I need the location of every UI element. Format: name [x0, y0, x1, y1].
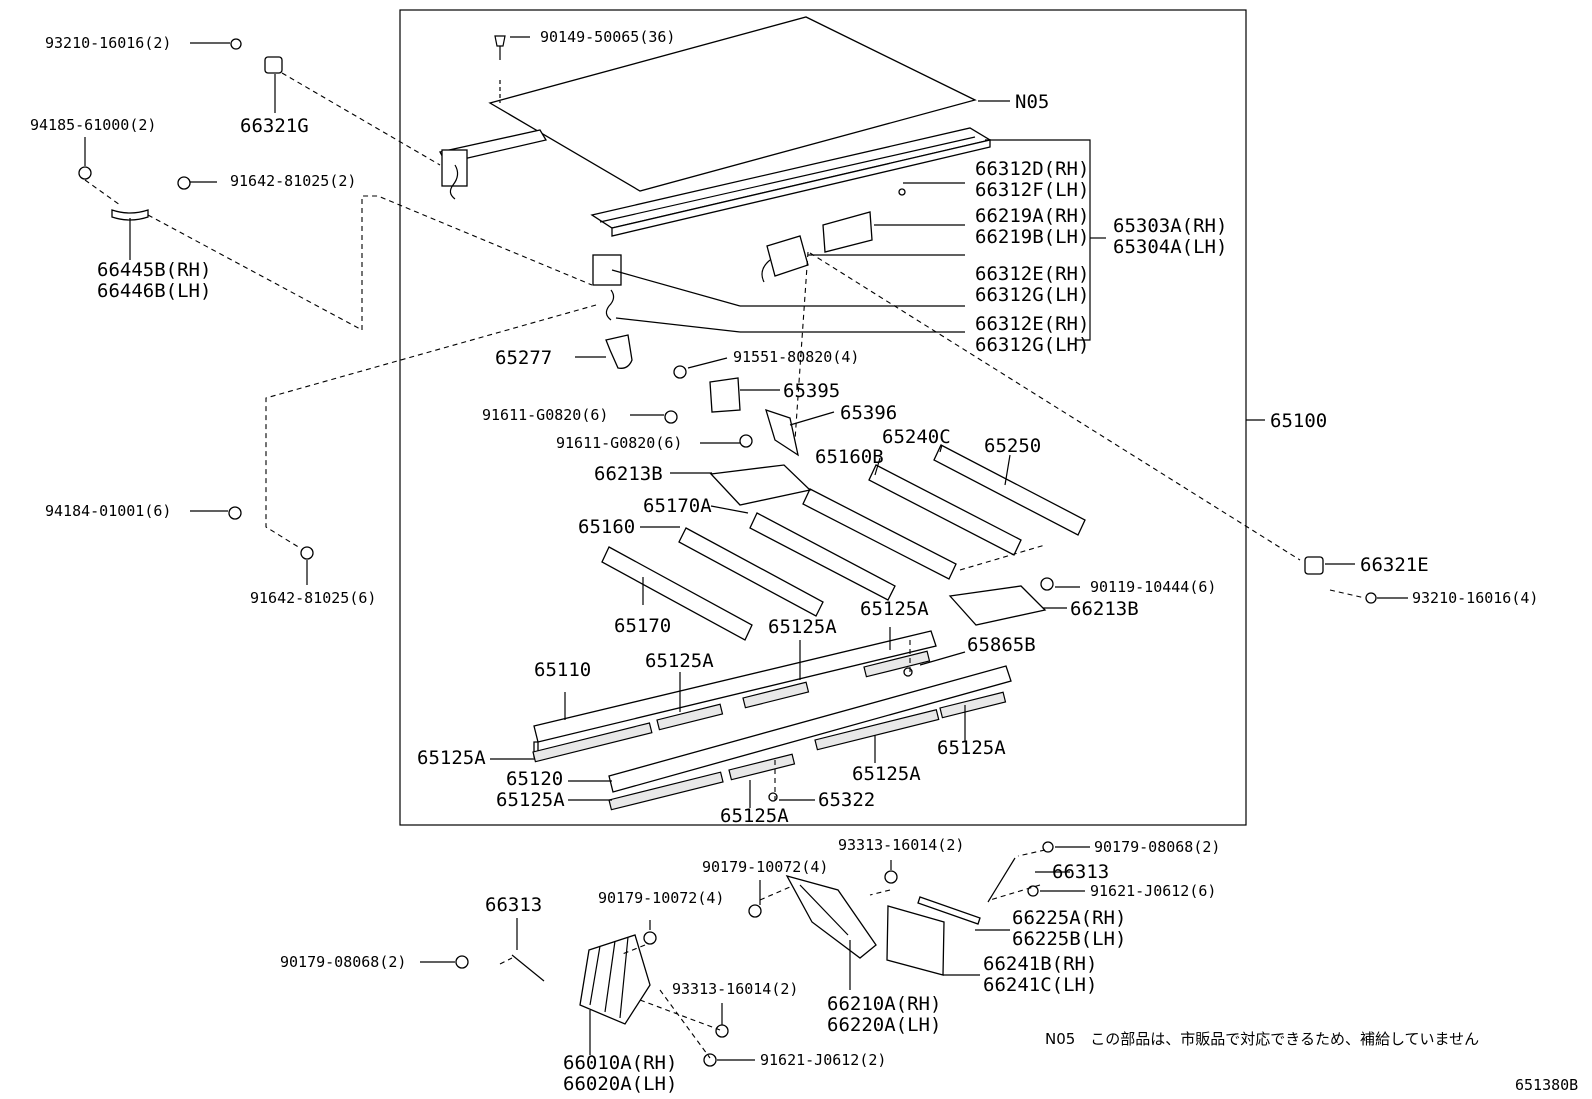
callout-label: 65160: [578, 516, 635, 538]
floor-plate-upper-part: [709, 464, 812, 506]
callout-label: 91642-81025(6): [250, 589, 376, 607]
callout-label: 65395: [783, 380, 840, 402]
side-rail-part: [590, 127, 992, 237]
callout-label: 65304A(LH): [1113, 236, 1227, 258]
callout-label: 66312G(LH): [975, 334, 1089, 356]
callout-label: 65396: [840, 402, 897, 424]
callout-label: 65170A: [643, 495, 712, 517]
callout-label: 66020A(LH): [563, 1073, 677, 1095]
callout-label: 66241B(RH): [983, 953, 1097, 975]
callout-label: 65322: [818, 789, 875, 811]
callout-label: 93210-16016(2): [45, 34, 171, 52]
assembly-dash-lines: [84, 72, 1366, 1059]
callout-label: 90179-10072(4): [702, 858, 828, 876]
assembly-frame: [399, 9, 1247, 826]
callout-label: 91642-81025(2): [230, 172, 356, 190]
rod-66313-right-part: [987, 857, 1016, 903]
callout-label: 65125A: [496, 789, 565, 811]
callout-label: 66321G: [240, 115, 309, 137]
callout-label: 65125A: [937, 737, 1006, 759]
callout-label: 65240C: [882, 426, 951, 448]
callout-label: 66313: [485, 894, 542, 916]
leader-lines: [84, 36, 1408, 1061]
callout-label: 91621-J0612(6): [1090, 882, 1216, 900]
callout-label: 65277: [495, 347, 552, 369]
step-plate-part: [886, 905, 945, 976]
callout-label: 93210-16016(4): [1412, 589, 1538, 607]
long-sills-part: [533, 630, 1012, 793]
callout-label: 65250: [984, 435, 1041, 457]
callout-label: 94185-61000(2): [30, 116, 156, 134]
rear-bracket-part: [592, 254, 633, 369]
callout-label: 65110: [534, 659, 591, 681]
callout-label: 66321E: [1360, 554, 1429, 576]
callout-labels: 93210-16016(2) 66321G 94185-61000(2) 916…: [30, 28, 1538, 1095]
callout-label: 65125A: [417, 747, 486, 769]
callout-label: 66446B(LH): [97, 280, 211, 302]
callout-label: 93313-16014(2): [672, 980, 798, 998]
callout-label: 66219A(RH): [975, 205, 1089, 227]
callout-label: 90179-08068(2): [280, 953, 406, 971]
callout-label: 90119-10444(6): [1090, 578, 1216, 596]
callout-label: 66220A(LH): [827, 1014, 941, 1036]
callout-label: 90149-50065(36): [540, 28, 675, 46]
callout-label: 66312G(LH): [975, 284, 1089, 306]
callout-label: 90179-10072(4): [598, 889, 724, 907]
callout-label: 94184-01001(6): [45, 502, 171, 520]
callout-label: N05: [1015, 91, 1049, 113]
callout-label: 66225A(RH): [1012, 907, 1126, 929]
step-bracket-right-part: [785, 874, 877, 959]
center-hinge-part: [761, 211, 873, 283]
callout-label: 66312E(RH): [975, 313, 1089, 335]
callout-label: 66312E(RH): [975, 263, 1089, 285]
fasteners-part: [78, 38, 1377, 1067]
supply-note: N05 この部品は、市販品で対応できるため、補給していません: [1045, 1030, 1479, 1048]
callout-label: 65303A(RH): [1113, 215, 1227, 237]
callout-label: 65170: [614, 615, 671, 637]
plate-65395-part: [709, 377, 741, 413]
callout-label: 66210A(RH): [827, 993, 941, 1015]
callout-label: 65125A: [768, 616, 837, 638]
callout-label: 66313: [1052, 861, 1109, 883]
frame-label: 65100: [1270, 410, 1327, 432]
callout-label: 66312D(RH): [975, 158, 1089, 180]
callout-label: 66010A(RH): [563, 1052, 677, 1074]
callout-label: 66445B(RH): [97, 259, 211, 281]
spacer-blocks-part: [532, 650, 1007, 811]
callout-label: 91611-G0820(6): [556, 434, 682, 452]
callout-label: 91621-J0612(2): [760, 1051, 886, 1069]
callout-label: 65160B: [815, 446, 884, 468]
deck-panel-part: [488, 16, 977, 192]
plate-65396-part: [765, 408, 799, 457]
callout-label: 66225B(LH): [1012, 928, 1126, 950]
callout-label: 66219B(LH): [975, 226, 1089, 248]
callout-label: 66241C(LH): [983, 974, 1097, 996]
rod-66313-left-part: [511, 954, 545, 982]
callout-label: 93313-16014(2): [838, 836, 964, 854]
callout-label: 65125A: [860, 598, 929, 620]
callout-label: 65125A: [852, 763, 921, 785]
floor-plate-lower-part: [948, 585, 1047, 626]
hinge-bracket-part: [439, 129, 548, 200]
callout-label: 65125A: [645, 650, 714, 672]
callout-label: 65865B: [967, 634, 1036, 656]
callout-label: 66213B: [594, 463, 663, 485]
callout-label: 91611-G0820(6): [482, 406, 608, 424]
callout-label: 91551-80820(4): [733, 348, 859, 366]
callout-label: 65125A: [720, 805, 789, 827]
callout-label: 66213B: [1070, 598, 1139, 620]
footer-code: 651380B: [1515, 1076, 1578, 1094]
callout-label: 66312F(LH): [975, 179, 1089, 201]
callout-label: 90179-08068(2): [1094, 838, 1220, 856]
cross-members-part: [601, 444, 1086, 641]
stay-66225-part: [917, 896, 981, 925]
step-bracket-left-part: [579, 934, 651, 1025]
callout-label: 65120: [506, 768, 563, 790]
